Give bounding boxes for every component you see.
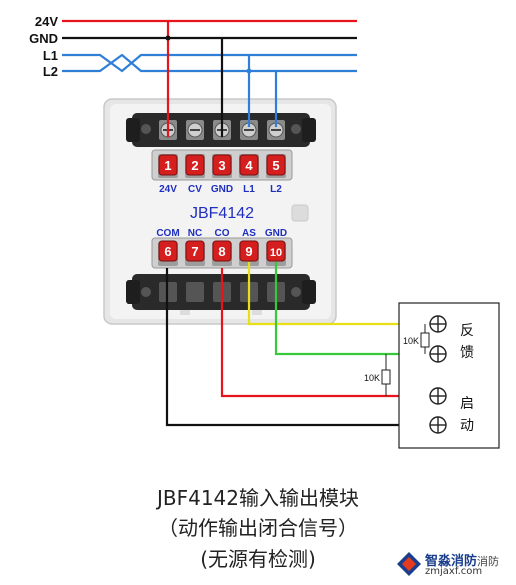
terminal-screw-5: [267, 120, 285, 140]
watermark-logo: 智淼消防消防 zmjaxf.com: [392, 548, 516, 580]
watermark-url: zmjaxf.com: [425, 566, 483, 577]
bottom-terminal-number-8: 8: [218, 244, 225, 259]
bottom-terminal-number-9: 9: [245, 244, 252, 259]
top-terminal-number-1: 1: [164, 158, 171, 173]
top-terminal-badge-4: [239, 154, 259, 176]
top-terminal-number-5: 5: [272, 158, 279, 173]
bus-label-24v: 24V: [35, 14, 58, 29]
bottom-terminal-label-8: CO: [215, 228, 230, 239]
feedback-resistor-wiring: [381, 324, 430, 396]
bus-drops: [166, 21, 278, 137]
field-device: [398, 302, 500, 449]
as-wire: [247, 262, 438, 326]
bus-wires: [62, 19, 357, 73]
start-terminal-2: [429, 416, 447, 434]
bottom-terminal-label-7: NC: [188, 228, 202, 239]
bus-label-l1: L1: [43, 48, 58, 63]
top-terminal-screws: [159, 120, 285, 140]
bus-junction-dots: [165, 35, 252, 74]
bus-l1-wire: [62, 53, 357, 73]
bottom-terminal-screws: [159, 282, 285, 302]
bottom-terminal-label-6: COM: [156, 228, 179, 239]
start-terminal-1: [429, 387, 447, 405]
top-terminal-number-3: 3: [218, 158, 225, 173]
feedback-label-2: 馈: [460, 345, 474, 361]
bottom-terminal-badge-9: [239, 240, 259, 262]
bottom-terminal-number-6: 6: [164, 244, 171, 259]
terminal-screw-4: [240, 120, 258, 140]
bottom-terminal-label-10: GND: [265, 228, 287, 239]
device-terminals: [429, 315, 447, 434]
feedback-terminal-2: [429, 345, 447, 363]
top-terminal-badge-1: [158, 154, 178, 176]
top-terminal-label-1: 24V: [159, 184, 177, 195]
resistor-2-label: 10K: [364, 373, 380, 383]
caption-note: (无源有检测): [200, 547, 316, 571]
top-terminal-label-2: CV: [188, 184, 202, 195]
bottom-terminal-badge-6: [158, 240, 178, 262]
watermark-name: 智淼消防消防: [425, 554, 500, 569]
bottom-terminal-badge-7: [185, 240, 205, 262]
top-terminal-label-4: L1: [243, 184, 255, 195]
top-terminal-badge-2: [185, 154, 205, 176]
com-wire: [165, 268, 438, 427]
bottom-terminal-label-9: AS: [242, 228, 256, 239]
resistor-labels: 10K 10K: [364, 336, 419, 383]
bus-label-gnd: GND: [29, 31, 58, 46]
feedback-terminal-1: [429, 315, 447, 333]
start-label-2: 动: [460, 418, 474, 434]
bus-l2-wire: [62, 53, 357, 73]
bottom-terminal-number-10: 10: [270, 247, 282, 259]
co-wire: [220, 268, 438, 398]
top-terminal-label-3: GND: [211, 184, 233, 195]
resistor-1-label: 10K: [403, 336, 419, 346]
top-terminal-badge-5: [266, 154, 286, 176]
caption-subtitle: （动作输出闭合信号）: [158, 516, 358, 540]
module-model-label: JBF4142: [190, 205, 254, 222]
top-terminal-number-2: 2: [191, 158, 198, 173]
terminal-screw-2: [186, 120, 204, 140]
logo-icon: [397, 552, 421, 576]
bottom-terminal-badge-8: [212, 240, 232, 262]
top-terminal-label-5: L2: [270, 184, 282, 195]
bottom-terminal-badge-10: [266, 240, 286, 262]
start-label-1: 启: [460, 396, 474, 412]
caption-title: JBF4142输入输出模块: [156, 486, 360, 510]
output-wires: [165, 262, 438, 427]
bottom-terminal-number-7: 7: [191, 244, 198, 259]
top-terminal-badge-3: [212, 154, 232, 176]
bus-labels: 24V GND L1 L2: [29, 14, 58, 79]
bus-label-l2: L2: [43, 64, 58, 79]
gnd-wire: [274, 262, 438, 356]
top-terminal-number-4: 4: [245, 158, 253, 173]
feedback-label-1: 反: [460, 323, 474, 339]
